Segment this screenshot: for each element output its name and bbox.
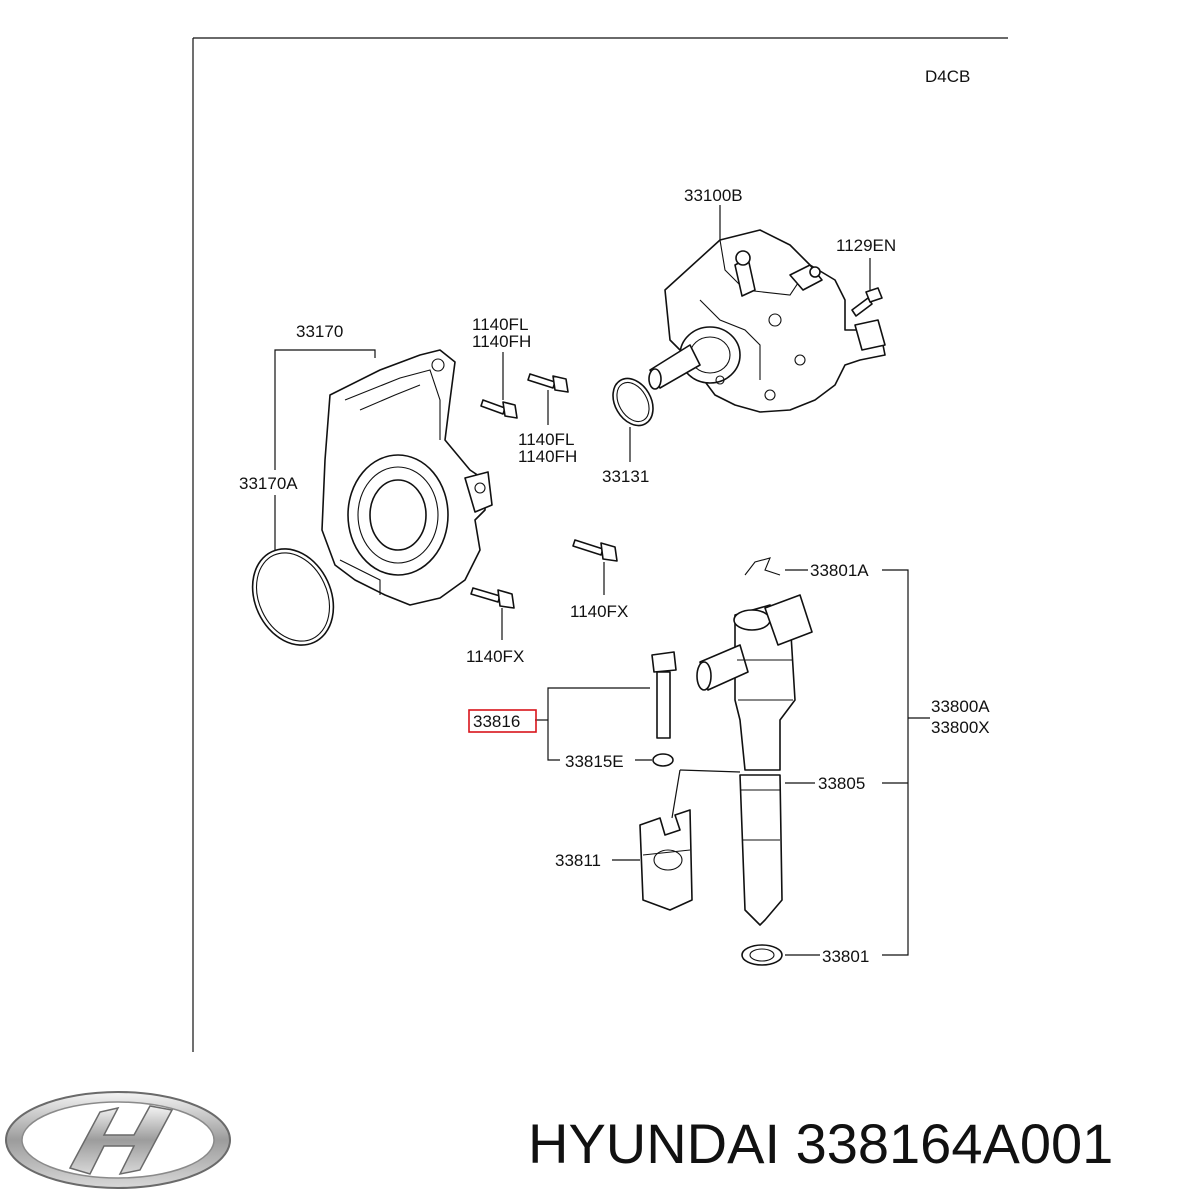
clamp-drawing [639,809,693,911]
bracket-bolt [547,687,650,761]
pump-bolt-drawing [851,287,883,317]
leader-clamp-link-2 [679,769,741,773]
cover-drawing [321,349,493,606]
seal-washer-drawing [741,944,783,966]
hyundai-logo-icon [5,1091,231,1189]
pump-drawing [648,229,886,413]
part-number: 338164A001 [795,1112,1114,1175]
bolt-top-left-drawing [480,399,518,419]
label-pump-bolt: 1129EN [836,236,896,255]
leader-cover [274,349,376,470]
label-clamp: 33811 [555,851,601,870]
label-seal-washer: 33801 [822,947,869,966]
injector-drawing [696,594,813,926]
bolt-fx-right-drawing [572,539,618,562]
bracket-injector-assy [882,569,909,956]
label-injector-body: 33805 [818,774,865,793]
washer-drawing [652,753,674,767]
engine-code: D4CB [925,67,970,86]
label-bolt-fh-bottom: 1140FH [518,447,577,466]
oring-drawing [612,377,654,427]
brand-name: HYUNDAI [528,1112,781,1175]
label-injector-assy-a: 33800A [931,697,990,716]
gasket-drawing [251,548,335,646]
label-bolt-highlight[interactable]: 33816 [473,712,520,731]
label-bolt-fx-left: 1140FX [466,647,524,666]
label-clip: 33801A [810,561,869,580]
label-bolt-fl-bottom: 1140FL [518,430,574,449]
label-cover-gasket: 33170A [239,474,298,493]
label-bolt-fh-top: 1140FH [472,332,531,351]
part-caption: HYUNDAI 338164A001 [528,1104,1188,1184]
label-cover: 33170 [296,322,343,341]
label-bolt-fl-top: 1140FL [472,315,528,334]
label-injector-assy-x: 33800X [931,718,990,737]
highlight-box [468,709,537,733]
hold-down-bolt-drawing [651,651,677,739]
label-oring: 33131 [602,467,649,486]
bolt-fx-left-drawing [470,587,515,609]
label-pump: 33100B [684,186,743,205]
label-bolt-fx-right: 1140FX [570,602,628,621]
bolt-top-right-drawing [527,373,569,393]
leader-clamp-link [671,769,681,819]
label-washer: 33815E [565,752,624,771]
clip-drawing [744,557,781,576]
